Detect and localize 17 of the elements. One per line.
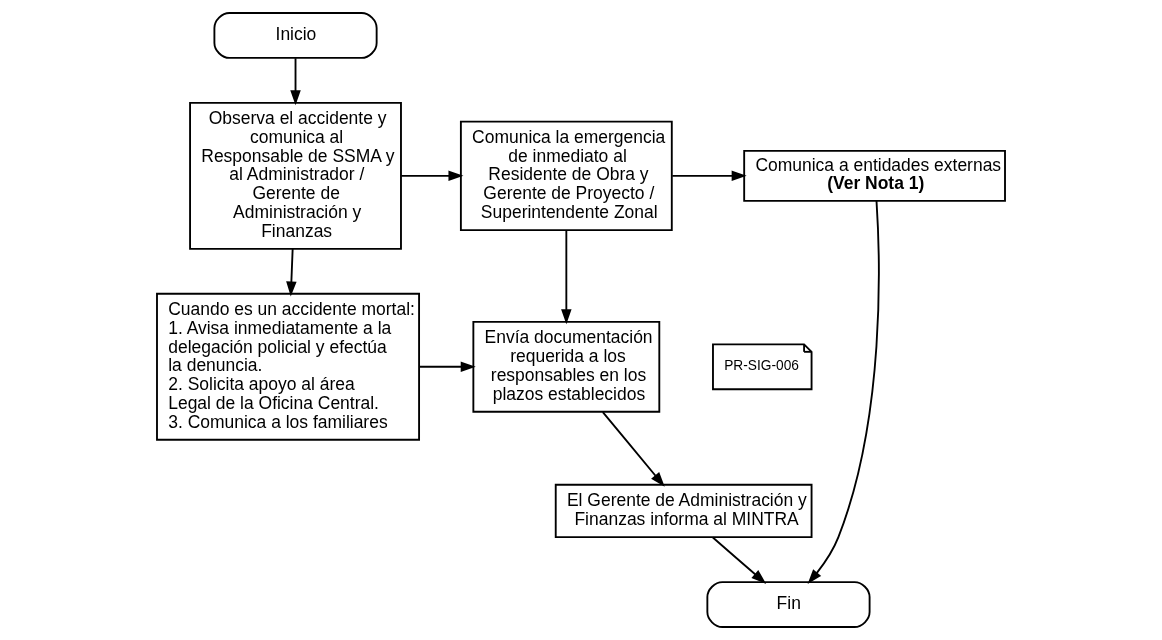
node-box: Fin — [706, 581, 871, 628]
arrow — [671, 170, 747, 182]
arrow — [561, 229, 572, 325]
arrow — [290, 57, 301, 106]
node-box: Cuando es un accidente mortal: 1. Avisa inmediatamente a la delegación policial y efectúa la denuncia. 2. Solicita apoyo al área Legal de la Oficina Central. 3. Comunica a los familiares — [156, 292, 420, 441]
node-box: Observa el accidente y comunica al Responsable de SSMA y al Administrador / Gerente de Administración y Finanzas — [189, 101, 402, 250]
arrow — [286, 247, 297, 297]
node-box: El Gerente de Administración y Finanzas informa al MINTRA — [554, 483, 813, 539]
node-box: Comunica a entidades externas (Ver Nota 1) — [743, 149, 1006, 202]
node-box: Inicio — [213, 12, 378, 59]
node-box: Envía documentación requerida a los responsables en los plazos establecidos — [472, 320, 661, 413]
arrow — [418, 361, 476, 373]
arrow — [807, 199, 880, 585]
arrow — [400, 170, 464, 182]
arrow — [711, 536, 767, 584]
arrow — [601, 411, 665, 487]
node-box: Comunica la emergencia de inmediato al Residente de Obra y Gerente de Proyecto / Superintendente Zonal — [459, 120, 673, 232]
